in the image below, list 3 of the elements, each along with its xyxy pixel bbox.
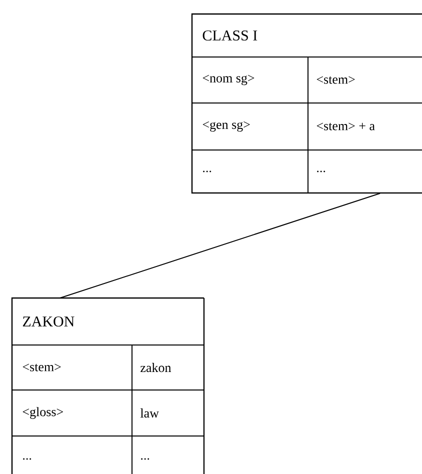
table-box: ZAKON <stem> zakon <gloss> law ... ... [11,297,205,474]
connector-line [60,192,380,298]
table-box: CLASS I <nom sg> <stem> <gen sg> <stem> + a ... ... [191,13,422,194]
